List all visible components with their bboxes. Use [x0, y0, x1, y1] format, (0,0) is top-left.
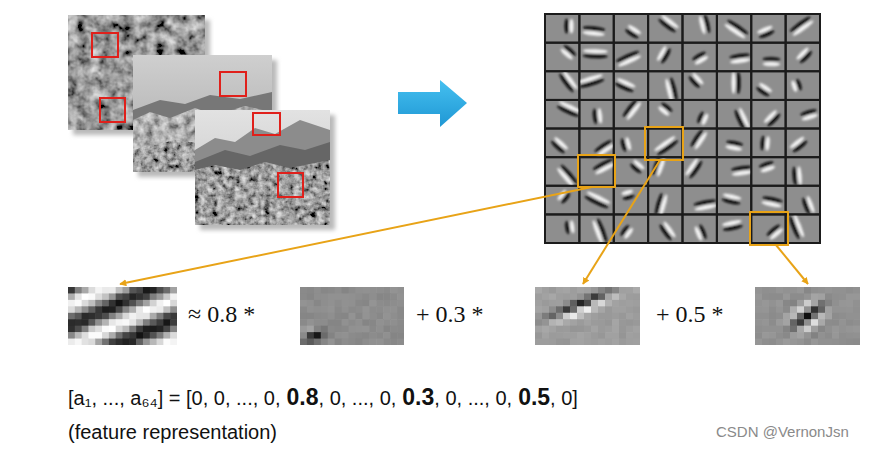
basis-patch [615, 215, 647, 242]
basis-patch [684, 187, 718, 214]
basis-patch [752, 101, 784, 128]
basis-patch [580, 215, 612, 244]
basis-patch [718, 215, 750, 242]
basis-patch [684, 128, 716, 156]
highlight-box [645, 127, 683, 160]
watermark: CSDN @VernonJsn [716, 423, 849, 441]
basis-patch [577, 72, 613, 99]
basis-patch [752, 130, 784, 157]
basis-patch [718, 130, 750, 157]
feature-note: (feature representation) [68, 420, 277, 444]
coefficient-term: + 0.3 * [416, 300, 484, 329]
grid-frame [544, 13, 821, 244]
basis-patch [615, 158, 647, 185]
basis-patch [649, 130, 681, 157]
basis-patch [684, 72, 716, 99]
basis-patch [718, 72, 750, 99]
basis-patch [718, 101, 751, 131]
process-arrow [398, 80, 467, 127]
basis-patch [580, 15, 612, 42]
coefficient-value: 0.3 [402, 384, 434, 412]
natural-image [195, 110, 335, 230]
coefficient-value: 0.5 [518, 384, 550, 412]
basis-patch [787, 72, 819, 99]
red-box [278, 173, 303, 197]
basis-patch [649, 14, 681, 42]
basis-patch [649, 44, 681, 71]
basis-patch [615, 130, 647, 157]
basis-grid [544, 13, 821, 245]
basis-patch [684, 215, 716, 242]
leader-arrow [776, 245, 808, 284]
basis-patch [580, 187, 612, 214]
basis-patch [615, 15, 647, 42]
vector-text: [a₁, ..., a₆₄] = [0, 0, ..., 0, [68, 386, 281, 410]
patch-row [68, 287, 861, 346]
basis-patch [546, 215, 578, 242]
coefficient-value: 0.8 [287, 384, 319, 412]
coefficient-term: ≈ 0.8 * [188, 300, 255, 329]
basis-patch [684, 157, 716, 185]
red-box [220, 72, 246, 96]
red-box [92, 33, 118, 57]
vector-text: , 0, ..., 0, [434, 386, 512, 410]
leader-arrow [583, 160, 660, 284]
basis-patch [546, 15, 578, 42]
basis-patch [752, 215, 784, 242]
coefficient-term: + 0.5 * [656, 300, 724, 329]
basis-patch [546, 100, 582, 128]
basis-patch [787, 130, 819, 157]
basis-patch [787, 101, 819, 128]
basis-patch [718, 158, 753, 185]
vector-text: , 0, ..., 0, [319, 386, 397, 410]
basis-patch [787, 44, 819, 71]
basis-patch [649, 101, 681, 128]
image-patch [300, 287, 405, 346]
basis-patch [580, 101, 612, 128]
basis-patch [752, 187, 784, 214]
leader-arrow [120, 187, 592, 284]
basis-patch [615, 187, 647, 214]
basis-patch [580, 130, 615, 158]
basis-patch [615, 44, 647, 71]
basis-patch [614, 72, 647, 99]
basis-patch [787, 187, 819, 216]
basis-patch [787, 213, 819, 242]
basis-patch [752, 158, 784, 185]
vector-text: , 0] [550, 386, 578, 410]
basis-patch [752, 72, 784, 99]
image-patch [535, 287, 641, 346]
basis-patch [718, 187, 750, 214]
basis-patch [787, 158, 819, 186]
basis-patch [546, 69, 579, 98]
highlight-box [750, 212, 788, 245]
highlight-box [578, 155, 615, 187]
red-box [100, 98, 125, 122]
basis-patch [649, 215, 681, 242]
basis-patch [580, 157, 616, 185]
basis-patch [718, 15, 750, 42]
basis-patch [684, 14, 716, 42]
leader-arrows [120, 160, 808, 284]
basis-patch [546, 44, 578, 71]
highlight-boxes [578, 127, 788, 245]
basis-patch [718, 44, 751, 71]
basis-patch [752, 15, 784, 42]
image-patch [755, 287, 861, 346]
basis-patch [649, 187, 681, 217]
basis-patch [546, 158, 579, 188]
basis-patch [580, 44, 612, 71]
basis-patch [684, 101, 716, 128]
basis-patch [546, 130, 578, 157]
basis-patch [649, 72, 681, 102]
image-patch [68, 287, 178, 346]
red-box [253, 113, 280, 135]
basis-patch [787, 15, 819, 42]
basis-patch [752, 44, 784, 71]
basis-patch [615, 98, 647, 128]
feature-vector: [a₁, ..., a₆₄] = [0, 0, ..., 0,0.8, 0, .… [68, 384, 578, 412]
basis-patch [684, 44, 716, 71]
